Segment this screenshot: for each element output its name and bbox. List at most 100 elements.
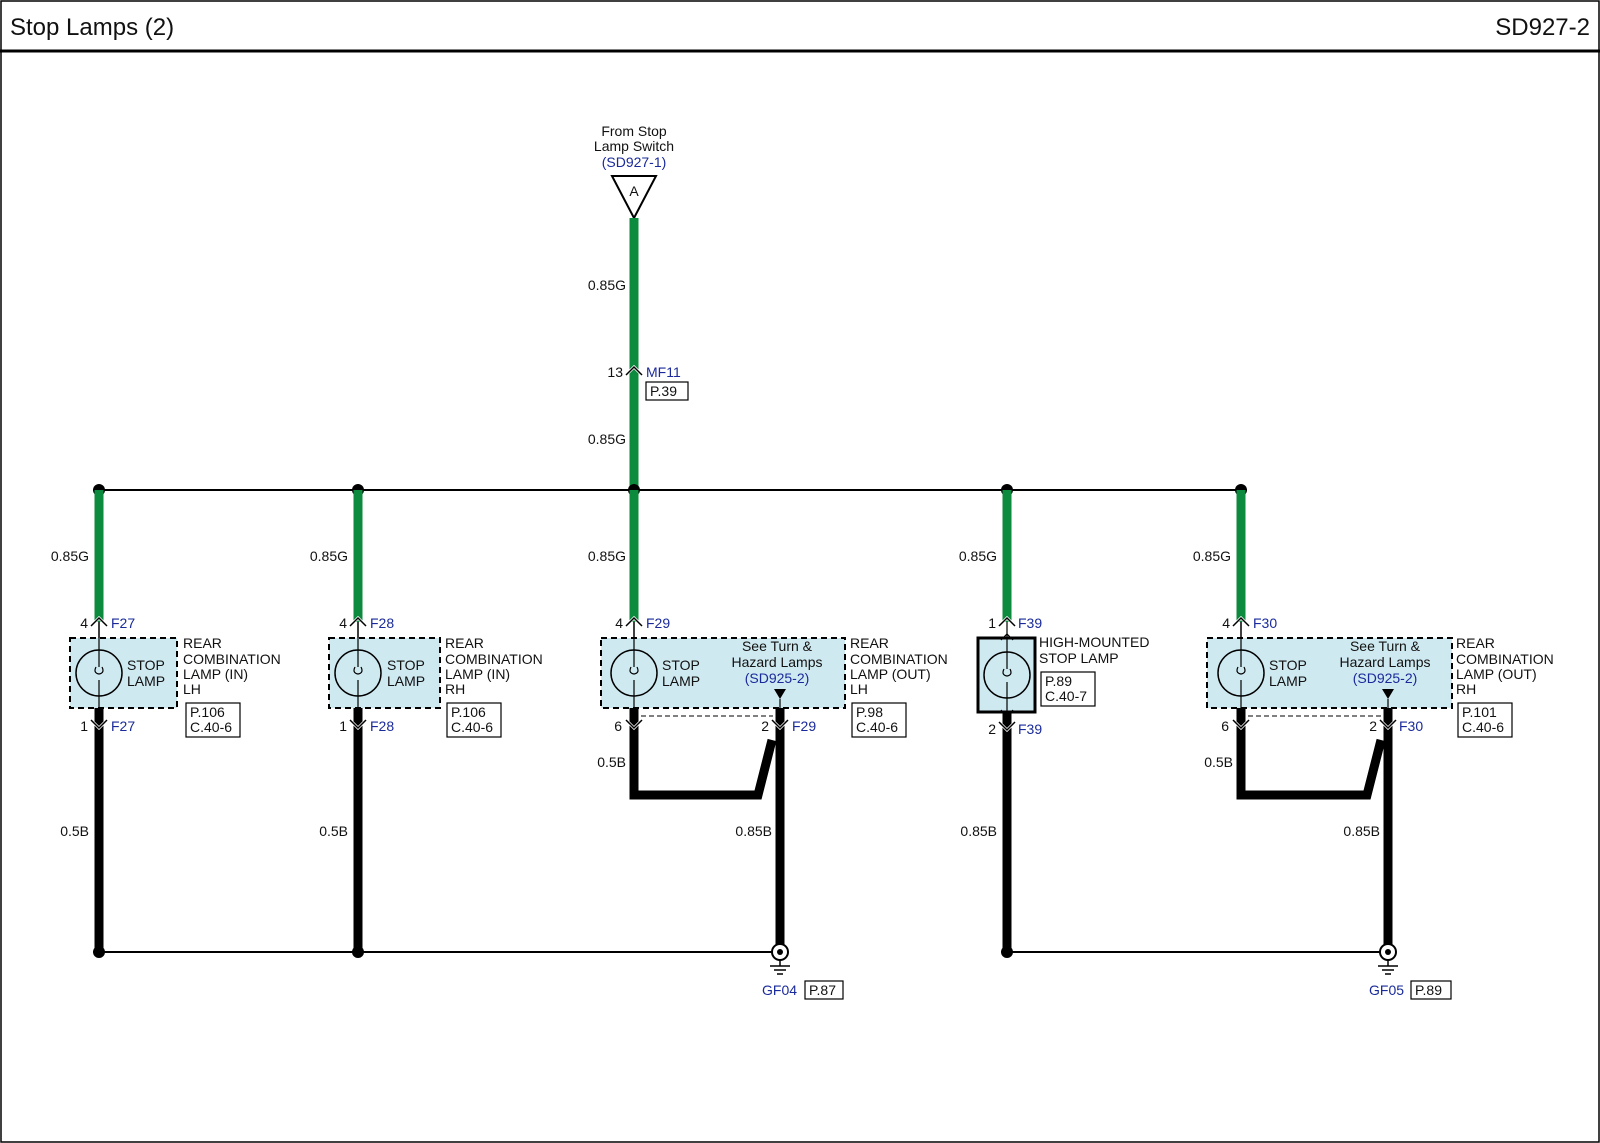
component-name: COMBINATION bbox=[850, 651, 948, 667]
trunk-wire-upper-label: 0.85G bbox=[588, 277, 626, 293]
connector-icon bbox=[625, 719, 643, 730]
pointer-arrow-icon bbox=[1382, 689, 1394, 699]
page-title: Stop Lamps (2) bbox=[10, 14, 174, 41]
component-name: LAMP (OUT) bbox=[1456, 666, 1537, 682]
jumper-wire bbox=[629, 708, 777, 800]
connector-label[interactable]: F39 bbox=[1018, 615, 1042, 631]
component-high-mounted-stop-lamp bbox=[976, 622, 1037, 717]
ref-connector[interactable]: C.40-7 bbox=[1045, 688, 1087, 704]
wire-label: 0.85G bbox=[1193, 548, 1231, 564]
connector-label[interactable]: F39 bbox=[1018, 721, 1042, 737]
ref-connector[interactable]: C.40-6 bbox=[451, 719, 493, 735]
ref-box bbox=[851, 702, 907, 738]
ref-box bbox=[1410, 980, 1452, 1000]
component-name: COMBINATION bbox=[445, 651, 543, 667]
component-name: STOP LAMP bbox=[1039, 650, 1119, 666]
wire-label: 0.85G bbox=[588, 548, 626, 564]
connector-label[interactable]: F28 bbox=[370, 615, 394, 631]
connector-icon bbox=[998, 721, 1016, 732]
pin-number: 1 bbox=[988, 615, 996, 631]
connector-label[interactable]: F27 bbox=[111, 718, 135, 734]
wire-label: 0.5B bbox=[597, 754, 626, 770]
see-ref-link[interactable]: (SD925-2) bbox=[745, 670, 810, 686]
pin-number: 1 bbox=[80, 718, 88, 734]
connector-label[interactable]: F27 bbox=[111, 615, 135, 631]
mf11-pin: 13 bbox=[607, 364, 623, 380]
connector-label[interactable]: F30 bbox=[1399, 718, 1423, 734]
mf11-page-ref[interactable]: P.39 bbox=[650, 383, 677, 399]
ground-name[interactable]: GF04 bbox=[762, 982, 797, 998]
component-name: LAMP (IN) bbox=[445, 666, 510, 682]
component-name: COMBINATION bbox=[183, 651, 281, 667]
ground-gf04-icon bbox=[770, 943, 790, 975]
connector-icon bbox=[998, 616, 1016, 627]
pin-number: 6 bbox=[1221, 718, 1229, 734]
ref-page[interactable]: P.106 bbox=[190, 704, 225, 720]
pin-number: 4 bbox=[80, 615, 88, 631]
lamp-label: STOP bbox=[127, 657, 165, 673]
lamp-label: LAMP bbox=[387, 673, 425, 689]
component-rear-combination-lamp-out-lh: STOP LAMP See Turn & Hazard Lamps (SD925… bbox=[600, 622, 846, 709]
component-rear-combination-lamp-in-rh: STOP LAMP bbox=[328, 622, 441, 709]
lamp-label: STOP bbox=[662, 657, 700, 673]
component-name: RH bbox=[1456, 681, 1476, 697]
lamp-label: LAMP bbox=[127, 673, 165, 689]
connector-label[interactable]: F29 bbox=[646, 615, 670, 631]
component-name: HIGH-MOUNTED bbox=[1039, 634, 1149, 650]
lamp-label: LAMP bbox=[662, 673, 700, 689]
connector-icon bbox=[771, 719, 789, 730]
ref-page[interactable]: P.106 bbox=[451, 704, 486, 720]
connector-icon bbox=[1379, 719, 1397, 730]
ref-connector[interactable]: C.40-6 bbox=[856, 719, 898, 735]
wire-label: 0.85G bbox=[51, 548, 89, 564]
connector-icon bbox=[90, 616, 108, 627]
connector-label[interactable]: F29 bbox=[792, 718, 816, 734]
component-name: REAR bbox=[1456, 635, 1495, 651]
pin-number: 4 bbox=[339, 615, 347, 631]
source-ref-link[interactable]: (SD927-1) bbox=[602, 154, 667, 170]
ref-box bbox=[1040, 671, 1096, 707]
component-rear-combination-lamp-out-rh: STOP LAMP See Turn & Hazard Lamps (SD925… bbox=[1206, 622, 1453, 709]
ref-box bbox=[804, 980, 844, 1000]
pointer-arrow-icon bbox=[774, 689, 786, 699]
pin-number: 2 bbox=[761, 718, 769, 734]
ref-box bbox=[1457, 702, 1513, 738]
connector-icon bbox=[1232, 719, 1250, 730]
ground-page-ref[interactable]: P.87 bbox=[809, 982, 836, 998]
ref-page[interactable]: P.101 bbox=[1462, 704, 1497, 720]
mf11-page-ref-box bbox=[645, 381, 689, 401]
ground-name[interactable]: GF05 bbox=[1369, 982, 1404, 998]
pin-number: 2 bbox=[988, 721, 996, 737]
see-ref-link[interactable]: (SD925-2) bbox=[1353, 670, 1418, 686]
ref-connector[interactable]: C.40-6 bbox=[190, 719, 232, 735]
connector-label[interactable]: F30 bbox=[1253, 615, 1277, 631]
pin-number: 4 bbox=[1222, 615, 1230, 631]
see-note: Hazard Lamps bbox=[1339, 654, 1430, 670]
ref-box bbox=[185, 702, 241, 738]
ref-page[interactable]: P.89 bbox=[1045, 673, 1072, 689]
component-name: RH bbox=[445, 681, 465, 697]
connector-icon bbox=[349, 616, 367, 627]
jumper-wire bbox=[1236, 708, 1386, 800]
source-label-line1: From Stop bbox=[601, 123, 667, 139]
connector-icon bbox=[625, 616, 643, 627]
pin-number: 1 bbox=[339, 718, 347, 734]
pin-number: 4 bbox=[615, 615, 623, 631]
component-name: COMBINATION bbox=[1456, 651, 1554, 667]
connector-a-triangle-icon bbox=[610, 175, 658, 221]
ref-connector[interactable]: C.40-6 bbox=[1462, 719, 1504, 735]
ground-page-ref[interactable]: P.89 bbox=[1415, 982, 1442, 998]
mf11-connector-label[interactable]: MF11 bbox=[646, 364, 681, 380]
lamp-label: STOP bbox=[1269, 657, 1307, 673]
pin-number: 2 bbox=[1369, 718, 1377, 734]
wire-label: 0.85G bbox=[310, 548, 348, 564]
splice-dot bbox=[93, 946, 105, 958]
connector-icon bbox=[349, 719, 367, 730]
wire-label: 0.85B bbox=[1343, 823, 1380, 839]
ref-page[interactable]: P.98 bbox=[856, 704, 883, 720]
trunk-wire-lower-label: 0.85G bbox=[588, 431, 626, 447]
component-rear-combination-lamp-in-lh: STOP LAMP bbox=[69, 622, 178, 709]
connector-label[interactable]: F28 bbox=[370, 718, 394, 734]
